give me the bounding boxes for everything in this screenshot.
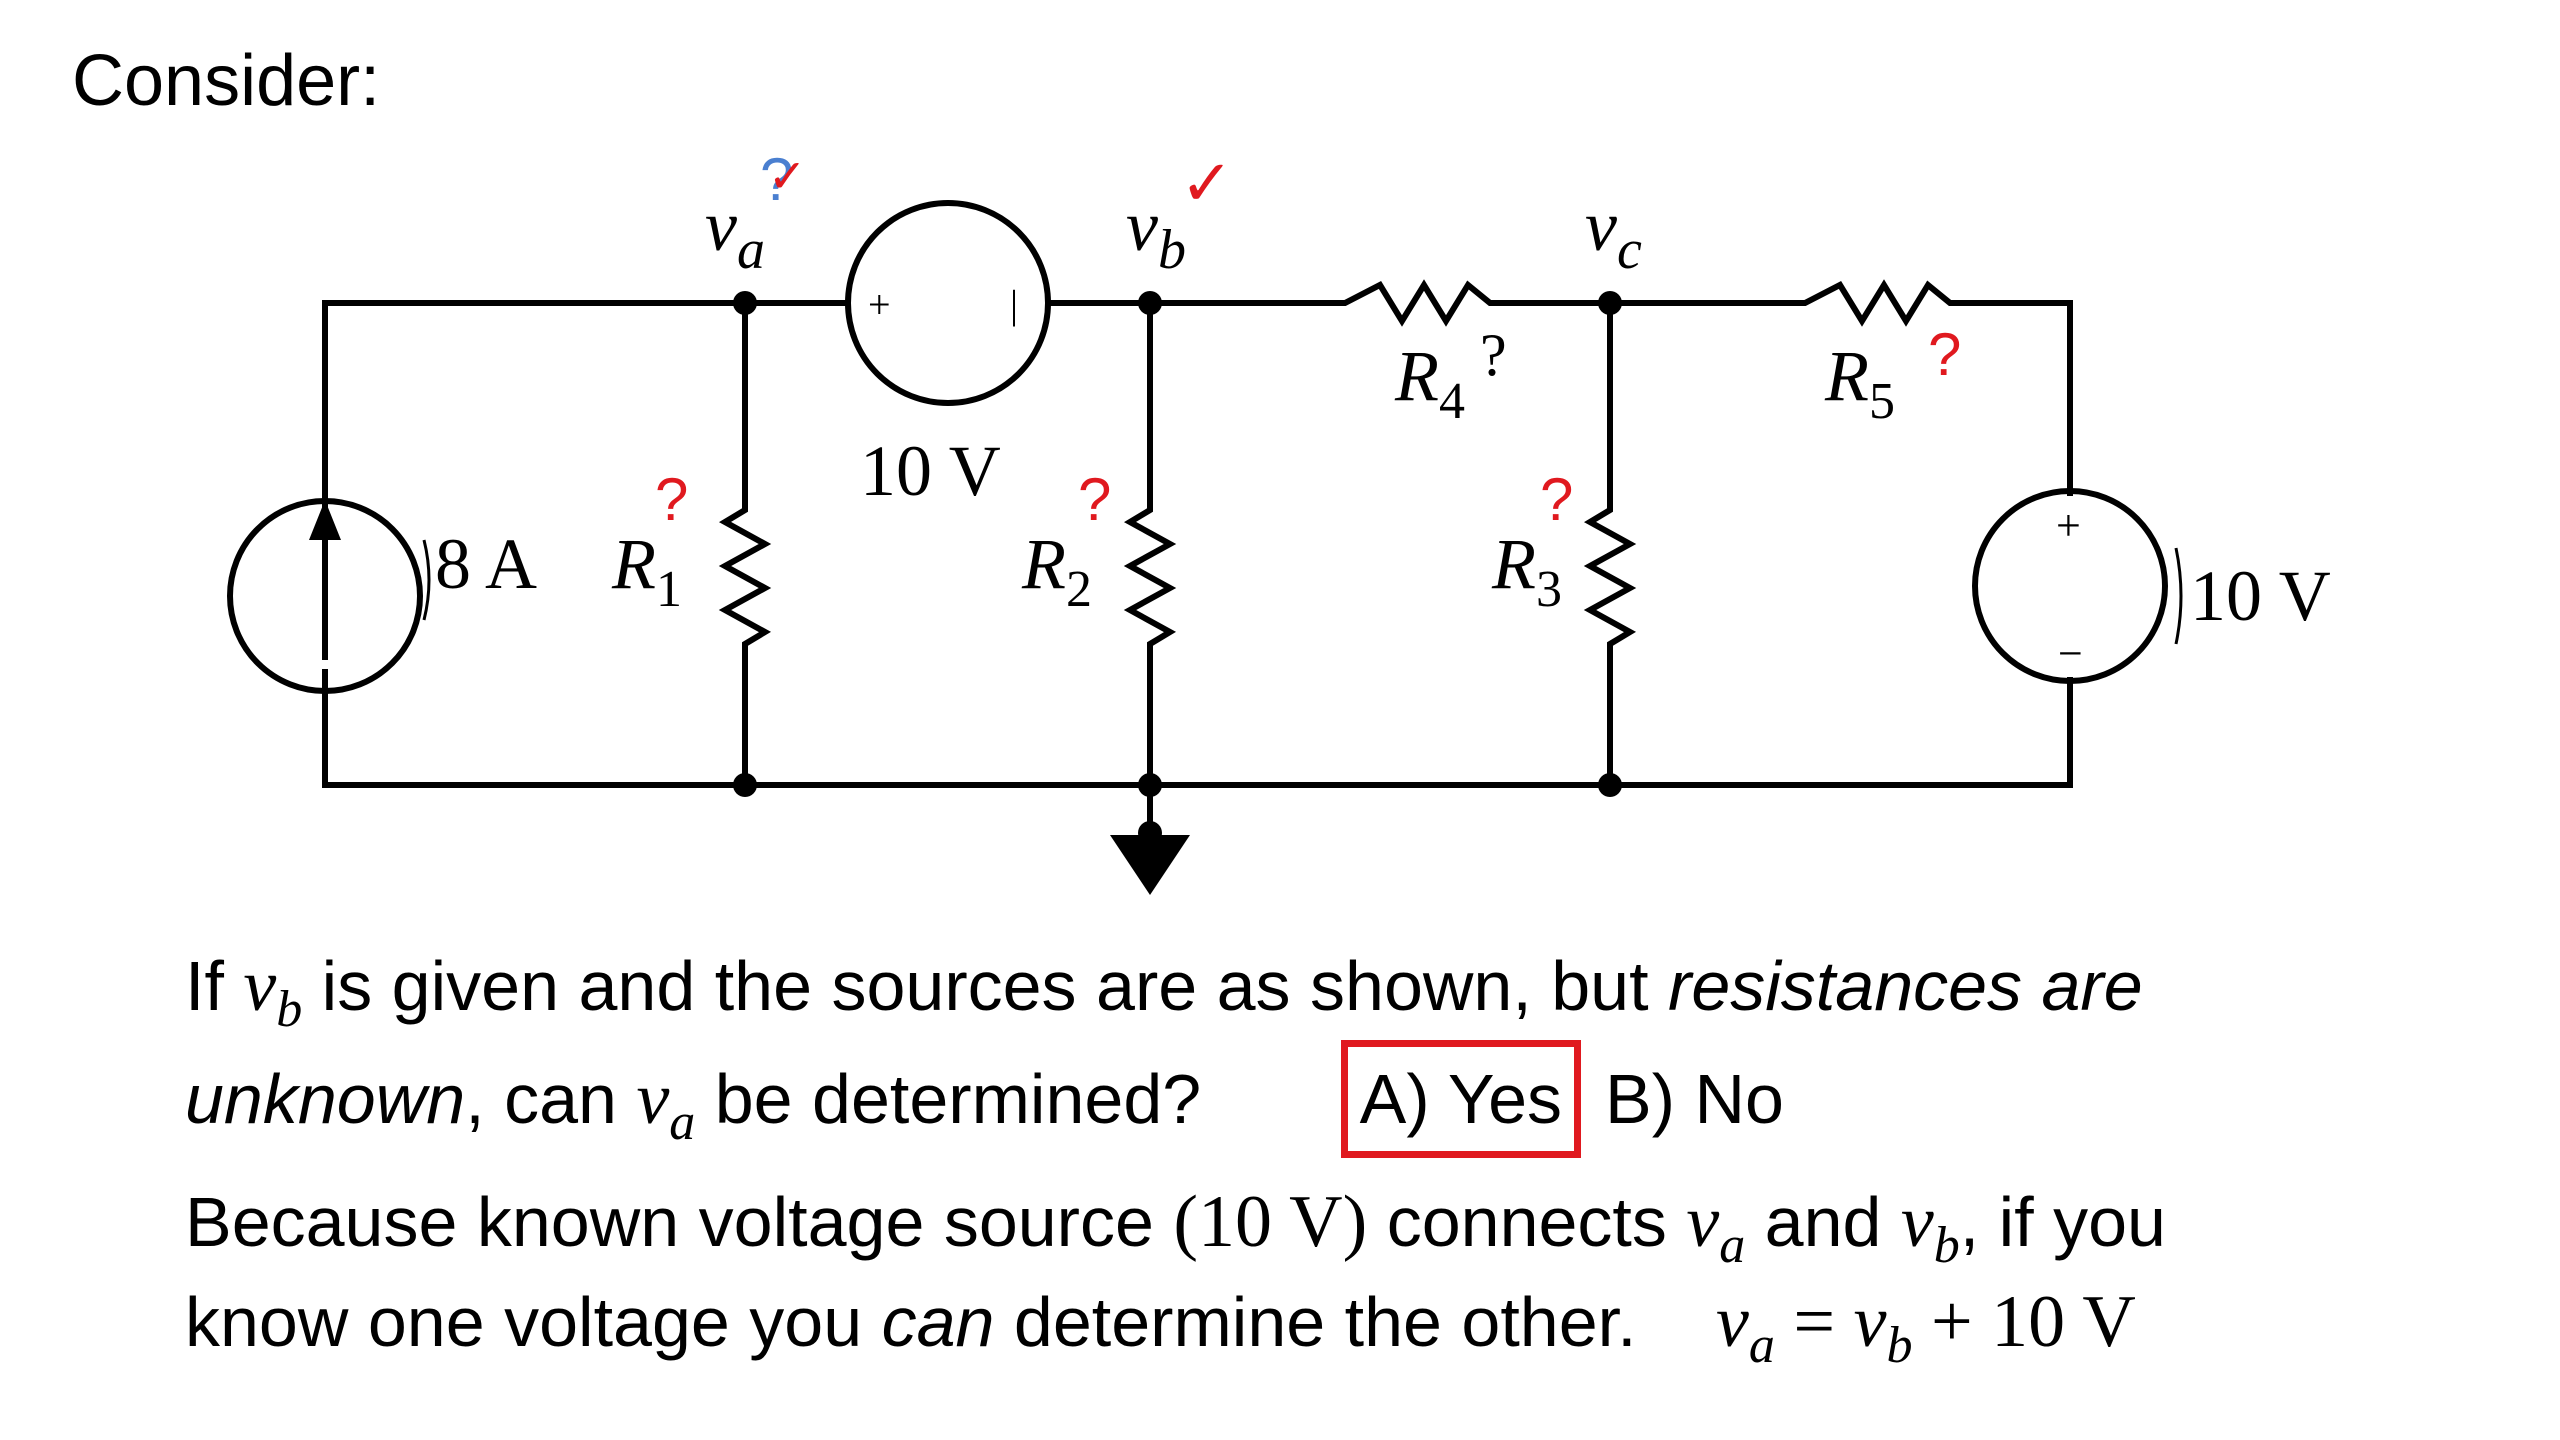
vs-right-plus: + (2056, 501, 2081, 550)
ground-icon (1110, 835, 1190, 895)
r4-question-mark: ? (1480, 322, 1507, 388)
resistor-r1-branch (718, 300, 772, 788)
r1-question-mark: ? (655, 466, 688, 533)
vs-right-minus: − (2058, 629, 2083, 678)
option-b-no[interactable]: B) No (1605, 1060, 1784, 1138)
current-source-value: 8 A (435, 524, 537, 604)
node-va (733, 291, 757, 315)
option-a-yes[interactable]: A) Yes (1340, 1040, 1582, 1158)
va-check-mark: ✓ (768, 150, 807, 202)
resistor-r3-branch (1583, 300, 1637, 788)
vs-top-value: 10 V (860, 431, 1001, 511)
question-line-1: If vb is given and the sources are as sh… (185, 945, 2143, 1038)
explanation-line-1: Because known voltage source (10 V) conn… (185, 1181, 2166, 1274)
node-vb-label: vb (1126, 186, 1186, 281)
explanation-line-2: know one voltage you can determine the o… (185, 1281, 2136, 1374)
wire-top-mid (1045, 279, 2073, 496)
resistor-r5-label: R5 (1824, 336, 1895, 430)
resistor-r2-branch (1123, 300, 1177, 788)
resistor-r3-label: R3 (1491, 524, 1562, 618)
va-question-mark: ? (760, 146, 793, 213)
r3-question-mark: ? (1540, 466, 1573, 533)
resistor-r2-label: R2 (1021, 524, 1092, 618)
voltage-source-top (845, 200, 1051, 406)
resistor-r4-label: R4 (1394, 336, 1465, 430)
node-vc (1598, 291, 1622, 315)
vs-right-value: 10 V (2190, 556, 2331, 636)
node-va-label: va (705, 186, 765, 281)
wire-bottom (322, 677, 2073, 788)
vb-check-mark: ✓ (1180, 147, 1234, 219)
node-vb (1138, 291, 1162, 315)
node-vc-label: vc (1585, 186, 1642, 281)
slide-title: Consider: (72, 41, 381, 121)
r2-question-mark: ? (1078, 466, 1111, 533)
resistor-r1-label: R1 (611, 524, 682, 618)
r5-question-mark: ? (1928, 321, 1961, 388)
vs-top-plus: + (868, 282, 891, 327)
voltage-source-right (1972, 488, 2168, 684)
vs-top-minus: | (1010, 282, 1018, 327)
